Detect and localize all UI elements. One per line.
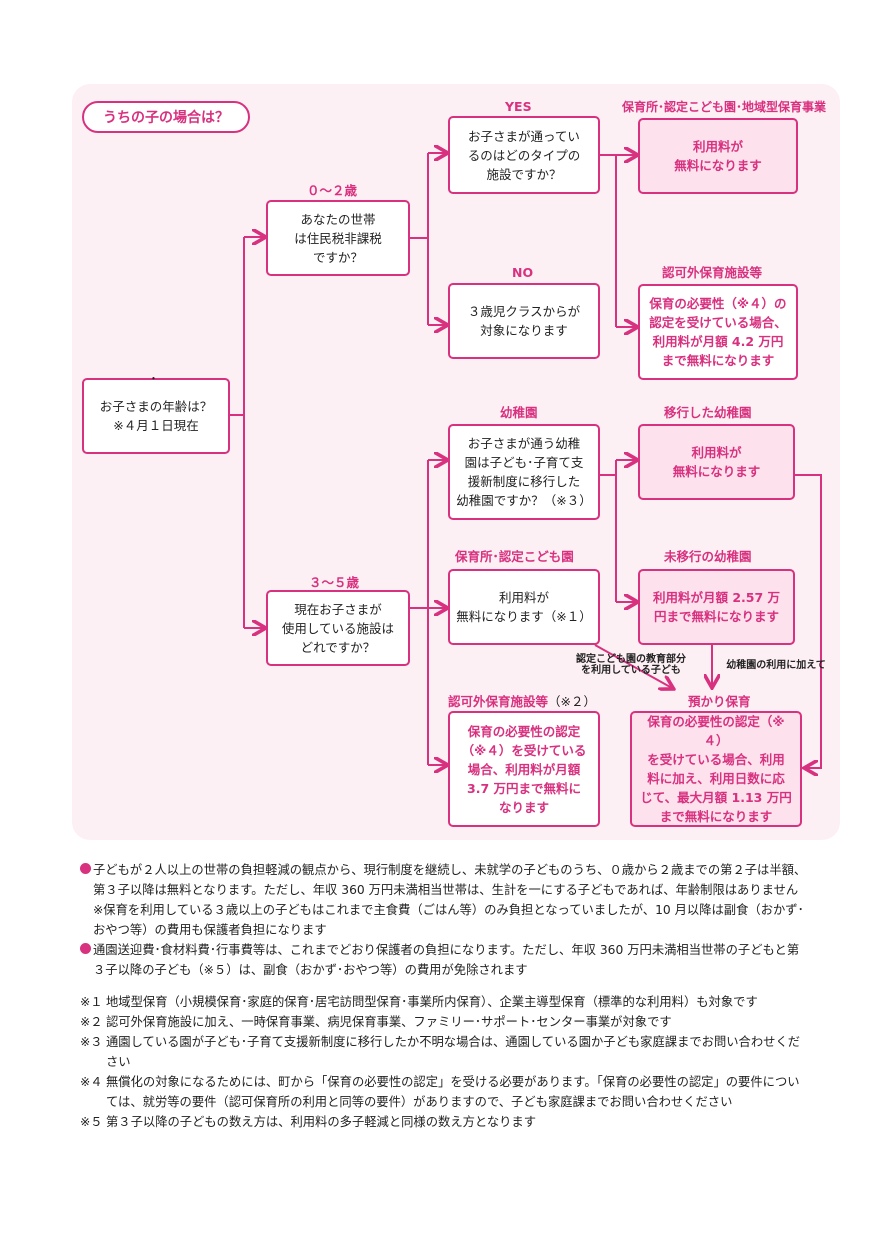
age-dot: ・ — [148, 372, 159, 385]
page-title: うちの子の場合は？ — [82, 101, 250, 133]
footnote-mark: ※５ — [80, 1115, 103, 1129]
bullet-icon — [80, 863, 91, 874]
label-hoiku-nintei: 保育所･認定こども園 — [455, 549, 574, 564]
label-ninkagai-1: 認可外保育施設等 — [662, 265, 763, 280]
footnote-text: 認可外保育施設に加え、一時保育事業、病児保育事業、ファミリー･サポート･センター… — [106, 1015, 672, 1029]
label-age-3-5: ３～５歳 — [309, 575, 360, 590]
footnote-text: 無償化の対象になるためには、町から「保育の必要性の認定」を受ける必要があります。… — [106, 1075, 800, 1109]
facility-type-question-box: お子さまが通ってい るのはどのタイプの 施設ですか？ — [448, 116, 600, 194]
note-text: 子どもが２人以上の世帯の負担軽減の観点から、現行制度を継続し、未就学の子どものう… — [93, 863, 811, 937]
label-age-0-2: ０～２歳 — [307, 183, 358, 198]
label-kyouiku-bubun: 認定こども園の教育部分 を利用している子ども — [576, 654, 686, 676]
footnote-text: 地域型保育（小規模保育･家庭的保育･居宅訪問型保育･事業所内保育）、企業主導型保… — [106, 995, 758, 1009]
nontax-question-box: あなたの世帯 は住民税非課税 ですか？ — [266, 200, 410, 276]
footnote-text: 第３子以降の子どもの数え方は、利用料の多子軽減と同様の数え方となります — [106, 1115, 537, 1129]
notes-section: 子どもが２人以上の世帯の負担軽減の観点から、現行制度を継続し、未就学の子どものう… — [80, 860, 810, 1132]
ninkagai-37-result-box: 保育の必要性の認定 （※４）を受けている 場合、利用料が月額 3.7 万円まで無… — [448, 711, 600, 827]
note-item: 子どもが２人以上の世帯の負担軽減の観点から、現行制度を継続し、未就学の子どものう… — [80, 860, 810, 940]
footnote-text: 通園している園が子ども･子育て支援新制度に移行したか不明な場合は、通園している園… — [106, 1035, 801, 1069]
label-no: NO — [512, 265, 534, 280]
label-ninkagai-2-text: 認可外保育施設等 — [448, 694, 549, 709]
kinder-257-result-box: 利用料が月額 2.57 万 円まで無料になります — [638, 569, 795, 645]
label-ninkagai-2-note: （※２） — [548, 694, 596, 709]
bullet-icon — [80, 943, 91, 954]
label-ikou: 移行した幼稚園 — [664, 405, 752, 420]
free-result-box-1: 利用料が 無料になります — [638, 118, 798, 194]
label-azukari: 預かり保育 — [688, 694, 751, 709]
age-question-box: お子さまの年齢は？ ※４月１日現在 — [82, 378, 230, 454]
footnote-mark: ※１ — [80, 995, 103, 1009]
label-hoiku-chiiki: 保育所･認定こども園･地域型保育事業 — [622, 100, 827, 114]
free-result-box-2: 利用料が 無料になります — [638, 424, 795, 500]
label-miikou: 未移行の幼稚園 — [664, 549, 752, 564]
label-ninkagai-2: 認可外保育施設等（※２） — [448, 694, 596, 710]
ninkagai-42-result-box: 保育の必要性（※４）の 認定を受けている場合、 利用料が月額 4.2 万円 まで… — [638, 284, 798, 380]
footnote-mark: ※４ — [80, 1075, 103, 1089]
label-youchien: 幼稚園 — [500, 405, 538, 420]
note-item: 通園送迎費･食材料費･行事費等は、これまでどおり保護者の負担になります。ただし、… — [80, 940, 810, 980]
hoiku-free-result-box: 利用料が 無料になります（※１） — [448, 569, 600, 645]
age-question-text: お子さまの年齢は？ ※４月１日現在 — [99, 399, 213, 433]
azukari-result-box: 保育の必要性の認定（※４） を受けている場合、利用 料に加え、利用日数に応 じて… — [630, 711, 802, 827]
from-age3-box: ３歳児クラスからが 対象になります — [448, 283, 600, 359]
footnote-mark: ※２ — [80, 1015, 103, 1029]
footnote-mark: ※３ — [80, 1035, 103, 1049]
kinder-question-box: お子さまが通う幼稚 園は子ども･子育て支 援新制度に移行した 幼稚園ですか？（※… — [448, 424, 600, 520]
label-kuwaete: 幼稚園の利用に加えて — [726, 660, 826, 671]
note-text: 通園送迎費･食材料費･行事費等は、これまでどおり保護者の負担になります。ただし、… — [93, 943, 800, 977]
label-yes: YES — [505, 99, 532, 114]
current-facility-question-box: 現在お子さまが 使用している施設は どれですか？ — [266, 590, 410, 666]
